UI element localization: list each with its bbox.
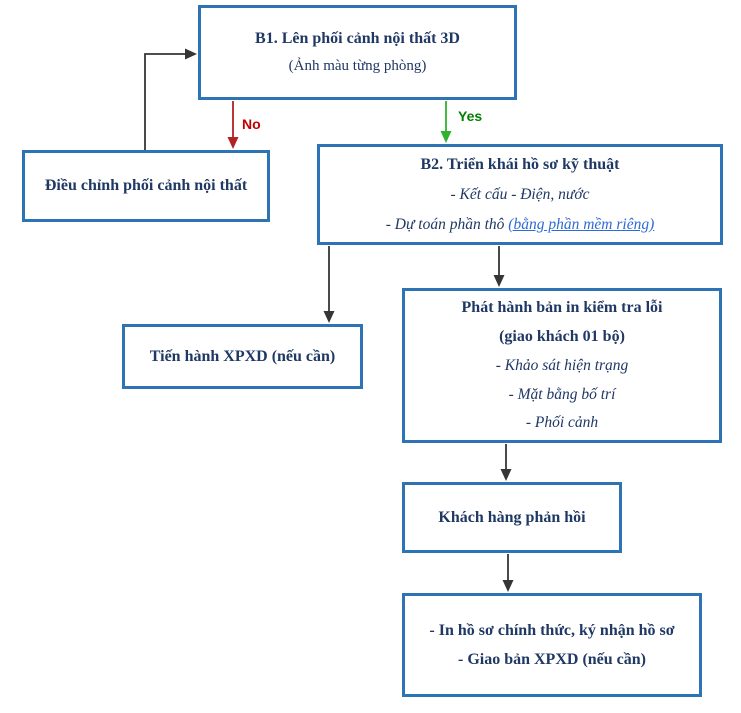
node-subtitle: (Ảnh màu từng phòng) [288, 58, 427, 75]
node-item: - Kết cấu - Điện, nước [450, 186, 590, 204]
node-dieu-chinh: Điều chỉnh phối cảnh nội thất [22, 150, 270, 222]
node-title: B2. Triển khái hồ sơ kỹ thuật [420, 156, 620, 174]
node-title: Khách hàng phản hồi [438, 508, 586, 526]
node-item: - Khảo sát hiện trạng [495, 357, 629, 375]
item-text: - Dự toán phần thô [385, 215, 509, 233]
software-link[interactable]: (bằng phần mềm riêng) [508, 215, 655, 233]
node-b1-phoi-canh-3d: B1. Lên phối cảnh nội thất 3D (Ảnh màu t… [198, 5, 517, 100]
node-b2-ho-so-ky-thuat: B2. Triển khái hồ sơ kỹ thuật - Kết cấu … [317, 144, 723, 245]
no-edge-label: No [242, 116, 261, 132]
node-tien-hanh-xpxd: Tiến hành XPXD (nếu cần) [122, 324, 363, 389]
node-khach-hang-phan-hoi: Khách hàng phản hồi [402, 482, 622, 553]
node-item: - Mặt bằng bố trí [508, 385, 616, 403]
yes-edge-label: Yes [458, 108, 483, 124]
node-item: - In hồ sơ chính thức, ký nhận hồ sơ [429, 621, 675, 639]
node-title: B1. Lên phối cảnh nội thất 3D [255, 30, 460, 48]
connector-dieuchinh-to-b1 [144, 48, 197, 150]
node-phat-hanh-ban-in: Phát hành bản in kiểm tra lỗi (giao khác… [402, 288, 722, 443]
node-item: - Dự toán phần thô (bằng phần mềm riêng) [386, 215, 654, 234]
node-subtitle: (giao khách 01 bộ) [499, 328, 625, 346]
node-final-giao-ho-so: - In hồ sơ chính thức, ký nhận hồ sơ - G… [402, 593, 702, 697]
node-item: - Phối cảnh [525, 414, 599, 432]
node-item: - Giao bản XPXD (nếu cần) [457, 650, 646, 668]
node-title: Phát hành bản in kiểm tra lỗi [461, 299, 663, 317]
node-title: Tiến hành XPXD (nếu cần) [149, 347, 336, 365]
node-title: Điều chỉnh phối cảnh nội thất [44, 177, 248, 194]
